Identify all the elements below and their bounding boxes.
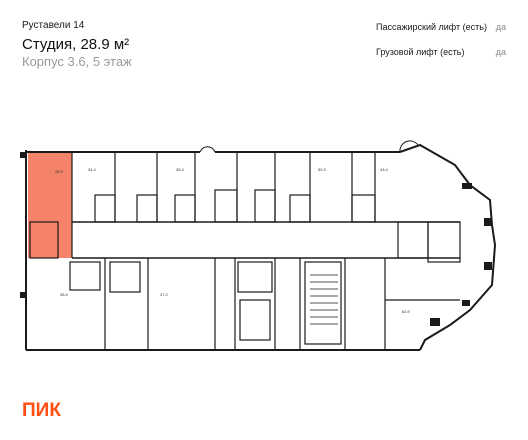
highlighted-apartment[interactable] (28, 152, 72, 258)
freight-elevator-row: Грузовой лифт (есть) да (376, 47, 506, 57)
room-area-label: 28.9 (55, 169, 64, 174)
passenger-elevator-label: Пассажирский лифт (есть) (376, 22, 487, 32)
freight-elevator-label: Грузовой лифт (есть) (376, 47, 465, 57)
room-area-label: 37.2 (160, 292, 169, 297)
room-area-label: 35.4 (176, 167, 185, 172)
project-name: Руставели 14 (22, 20, 85, 31)
room-area-label: 50.3 (318, 167, 327, 172)
pik-logo: ПИК (22, 400, 61, 421)
passenger-elevator-row: Пассажирский лифт (есть) да (376, 22, 506, 32)
unit-subtitle: Корпус 3.6, 5 этаж (22, 54, 132, 69)
passenger-elevator-value: да (495, 22, 506, 32)
room-area-label: 34.4 (88, 167, 97, 172)
room-area-label: 38.6 (60, 292, 69, 297)
freight-elevator-value: да (495, 47, 506, 57)
room-area-label: 63.9 (402, 309, 411, 314)
unit-title: Студия, 28.9 м² (22, 36, 130, 53)
room-area-label: 43.4 (380, 167, 389, 172)
